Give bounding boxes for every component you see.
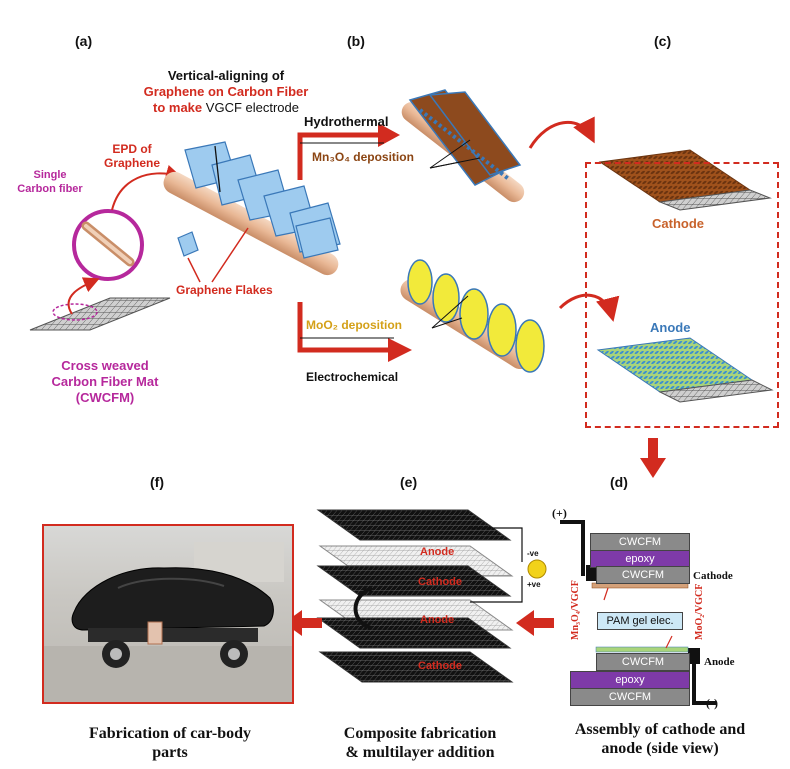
car-illustration [44,542,292,702]
vgcf-title-line1: Vertical-aligning of [167,68,285,83]
anode-label: Anode [650,320,691,335]
panel-label-d: (d) [610,474,628,490]
moo2-coated-fiber [400,259,620,373]
pam-gel-electrolyte: PAM gel elec. [597,612,683,630]
vgcf-title-line3b: VGCF electrode [205,100,299,115]
anode-epoxy: epoxy [570,671,690,689]
caption-e-line2: & multilayer addition [345,744,495,761]
panel-label-b: (b) [347,33,365,49]
moo2-vgcf-label: MoO₂/VGCF [694,583,705,640]
vgcf-title-line3a: to make [153,100,203,115]
caption-f-line1: Fabrication of car-body [88,725,252,742]
moo2-deposition-label: MoO₂ deposition [306,318,402,332]
mat-line3: (CWCFM) [75,390,135,405]
positive-terminal: (+) [552,506,567,520]
graphene-flakes-label: Graphene Flakes [176,283,273,297]
electrodes-dashed-box [585,162,779,428]
single-line1: Single [33,169,67,181]
caption-d-line1: Assembly of cathode and [574,721,746,738]
mn3o4-deposition-label: Mn₃O₄ deposition [312,150,414,164]
mn3o4-coated-fiber [401,89,595,203]
positive-lead-label: +ve [527,580,541,589]
anode-top-cwcfm: CWCFM [596,653,690,671]
caption-d-line2: anode (side view) [601,740,719,757]
vgcf-title-line3: to make VGCF electrode [136,100,316,116]
vgcf-electrode [163,141,341,283]
negative-terminal: (-) [706,696,718,710]
single-fiber-label: Single Carbon fiber [10,168,90,196]
mat-line2: Carbon Fiber Mat [51,374,159,389]
arrow-c-to-d [640,438,666,478]
cathode-bottom-cwcfm: CWCFM [596,566,690,584]
car-body-photo [42,524,294,704]
cathode-top-cwcfm: CWCFM [590,533,690,551]
cathode-label: Cathode [652,216,704,231]
panel-label-a: (a) [75,33,93,49]
vgcf-title-line2: Graphene on Carbon Fiber [143,84,309,99]
caption-f: Fabrication of car-body parts [50,724,290,762]
single-line2: Carbon fiber [17,183,83,195]
epd-line1: EPD of [112,142,152,156]
cell-wires [560,520,716,705]
stack-anode-1: Anode [420,546,455,558]
anode-sheet [596,337,774,403]
anode-side-label: Anode [704,656,735,668]
hydrothermal-label: Hydrothermal [304,114,389,129]
single-fiber-magnifier [67,165,182,315]
epd-label: EPD of Graphene [92,142,172,170]
composite-stack [316,509,547,683]
mn3o4-vgcf-label: Mn₃O₄/VGCF [570,580,581,640]
caption-f-line2: parts [152,744,188,761]
negative-lead-label: -ve [527,549,539,558]
epd-line2: Graphene [103,156,160,170]
panel-label-f: (f) [150,474,164,490]
arrow-d-to-e [516,610,554,636]
stack-cathode-2: Cathode [418,660,462,672]
carbon-fiber-mat [29,297,171,331]
cwcfm-label: Cross weaved Carbon Fiber Mat (CWCFM) [30,358,180,406]
mat-line1: Cross weaved [61,358,149,373]
panel-label-e: (e) [400,474,418,490]
hydrothermal-arrow [297,123,400,180]
caption-d: Assembly of cathode and anode (side view… [540,720,780,758]
stack-anode-2: Anode [420,614,455,626]
stack-cathode-1: Cathode [418,576,462,588]
cathode-side-label: Cathode [693,570,733,582]
electrochemical-arrow [297,302,412,362]
vgcf-title: Vertical-aligning of Graphene on Carbon … [136,68,316,116]
anode-bottom-cwcfm: CWCFM [570,688,690,706]
caption-e: Composite fabrication & multilayer addit… [300,724,540,762]
electrochemical-label: Electrochemical [306,370,399,384]
caption-e-line1: Composite fabrication [343,725,497,742]
panel-label-c: (c) [654,33,672,49]
